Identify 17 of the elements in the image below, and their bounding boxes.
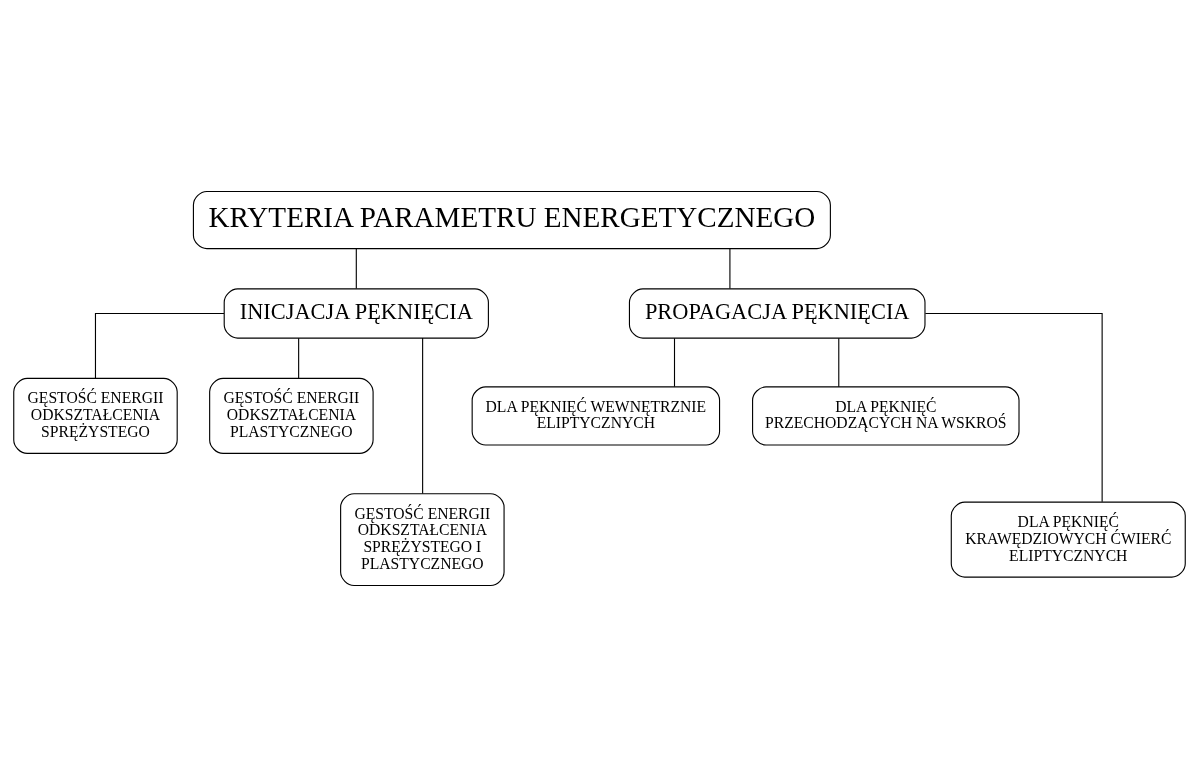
node-box: GĘSTOŚĆ ENERGII ODKSZTAŁCENIA PLASTYCZNEGO [209,377,374,454]
connector [729,247,731,289]
connector [355,247,357,289]
node-box: DLA PĘKNIĘĆ PRZECHODZĄCYCH NA WSKROŚ [752,385,1020,446]
node-box: DLA PĘKNIĘĆ KRAWĘDZIOWYCH ĆWIERĆ ELIPTYCZNYCH [950,501,1186,578]
connector [298,337,300,379]
node-box: GĘSTOŚĆ ENERGII ODKSZTAŁCENIA SPRĘŻYSTEGO I PLASTYCZNEGO [340,492,505,586]
connector [422,337,424,494]
node-box: INICJACJA PĘKNIĘCIA [223,287,489,339]
connector [673,337,676,387]
node-box: GĘSTOŚĆ ENERGII ODKSZTAŁCENIA SPRĘŻYSTEGO [13,377,178,454]
connector [838,337,840,387]
node-box: PROPAGACJA PĘKNIĘCIA [628,287,926,339]
node-box: KRYTERIA PARAMETRU ENERGETYCZNEGO [192,190,831,249]
connector [924,312,1103,502]
connector [94,312,225,379]
node-box: DLA PĘKNIĘĆ WEWNĘTRZNIE ELIPTYCZNYCH [471,385,721,446]
